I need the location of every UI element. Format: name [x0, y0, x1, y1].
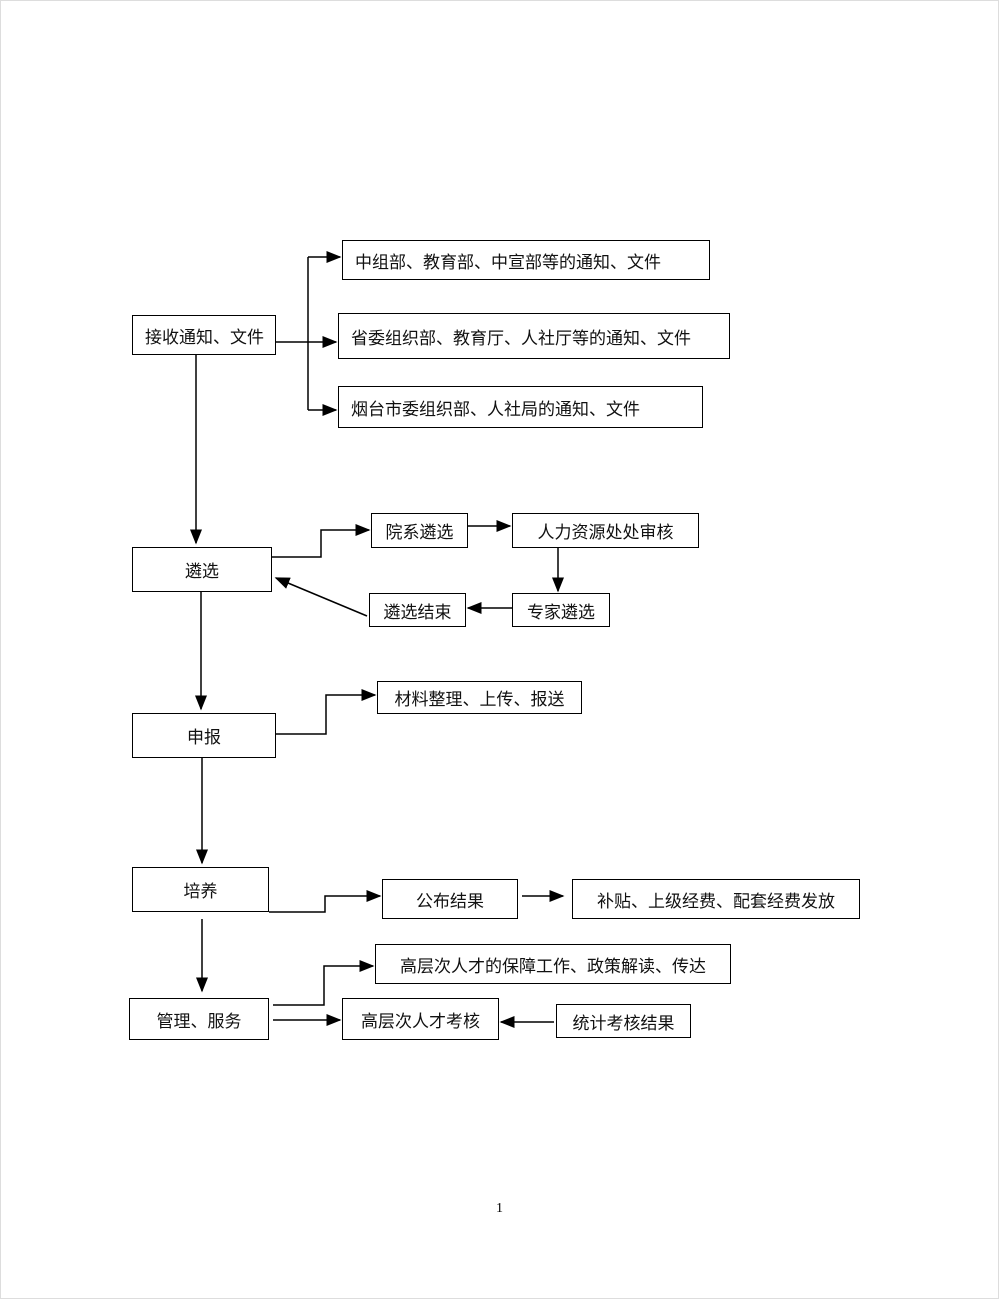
- node-materials: 材料整理、上传、报送: [377, 681, 582, 714]
- arrow-end-to-select: [274, 577, 368, 617]
- node-publish: 公布结果: [382, 879, 518, 919]
- arrow-cultivate-to-publish: [269, 890, 382, 913]
- node-central: 中组部、教育部、中宣部等的通知、文件: [342, 240, 710, 280]
- node-declare: 申报: [132, 713, 276, 758]
- node-funding: 补贴、上级经费、配套经费发放: [572, 879, 860, 919]
- node-dept-select: 院系遴选: [371, 513, 468, 548]
- node-stats: 统计考核结果: [556, 1004, 691, 1038]
- connector-receive-branch: [276, 257, 309, 410]
- node-support: 高层次人才的保障工作、政策解读、传达: [375, 944, 731, 984]
- page-number: 1: [496, 1201, 503, 1216]
- node-expert-select: 专家遴选: [512, 593, 610, 627]
- node-hr-review: 人力资源处处审核: [512, 513, 699, 548]
- node-management: 管理、服务: [129, 998, 269, 1040]
- node-assessment: 高层次人才考核: [342, 998, 499, 1040]
- node-receive: 接收通知、文件: [132, 315, 276, 355]
- arrow-select-to-dept: [272, 524, 371, 558]
- node-cultivate: 培养: [132, 867, 269, 912]
- node-provincial: 省委组织部、教育厅、人社厅等的通知、文件: [338, 313, 730, 359]
- arrow-management-to-support: [273, 960, 375, 1006]
- node-city: 烟台市委组织部、人社局的通知、文件: [338, 386, 703, 428]
- node-select: 遴选: [132, 547, 272, 592]
- arrow-declare-to-materials: [276, 689, 377, 735]
- node-select-end: 遴选结束: [369, 593, 466, 627]
